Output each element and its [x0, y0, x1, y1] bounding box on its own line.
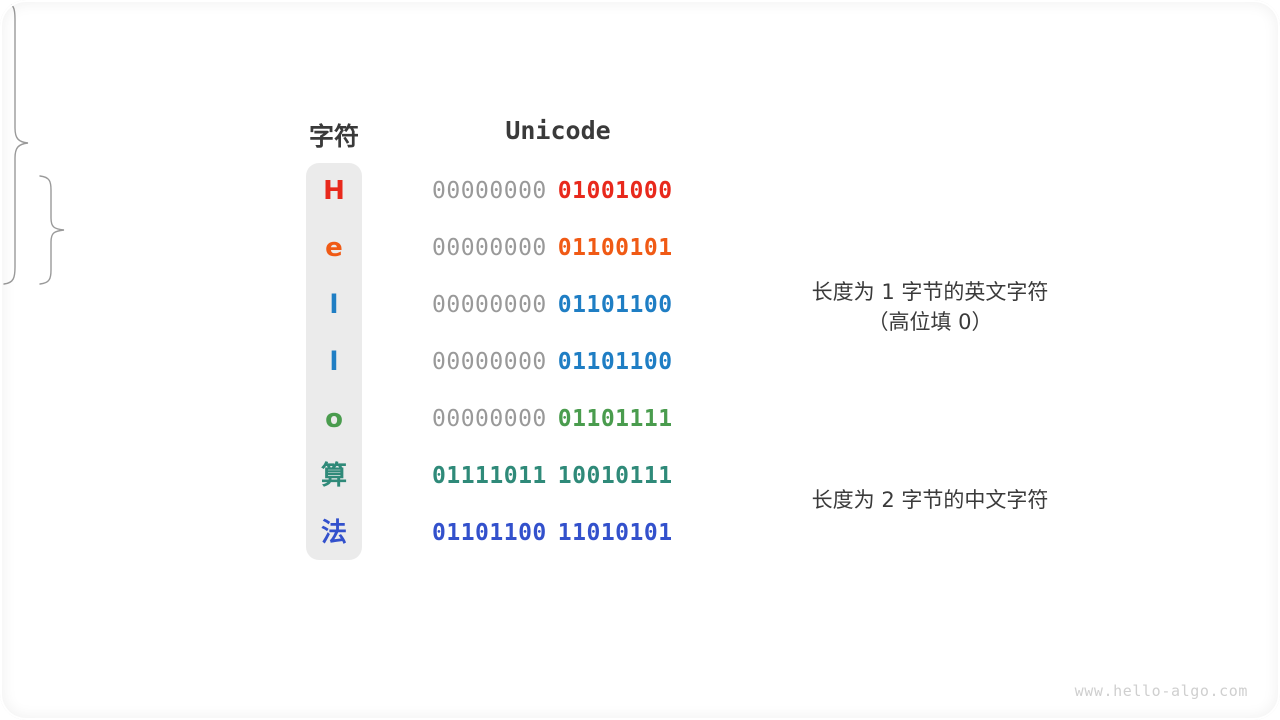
byte-low: 01101100 — [557, 292, 673, 318]
brace-chinese-icon — [39, 175, 65, 285]
byte-high: 01101100 — [432, 520, 547, 546]
character-cell: H — [306, 163, 362, 220]
byte-low: 10010111 — [557, 463, 673, 489]
character-cell: e — [306, 220, 362, 277]
character-glyph: 算 — [320, 461, 347, 491]
byte-high: 00000000 — [432, 235, 547, 261]
character-glyph: H — [323, 176, 345, 206]
byte-high: 00000000 — [432, 178, 547, 204]
unicode-binary-row: 00000000 01101100 — [432, 347, 684, 377]
character-cell: 算 — [306, 448, 362, 505]
unicode-binary-row: 00000000 01101100 — [432, 290, 684, 320]
character-glyph: l — [329, 347, 339, 377]
byte-high: 00000000 — [432, 349, 547, 375]
column-header-character: 字符 — [308, 122, 359, 151]
byte-low: 01101111 — [557, 406, 673, 432]
character-glyph: 法 — [320, 518, 347, 548]
byte-low: 01001000 — [557, 178, 673, 204]
unicode-binary-row: 01111011 10010111 — [432, 461, 684, 491]
character-glyph: e — [325, 233, 343, 263]
character-cell: l — [306, 277, 362, 334]
byte-low: 01100101 — [557, 235, 673, 261]
annotation-english-characters: 长度为 1 字节的英文字符 （高位填 0） — [811, 280, 1049, 334]
character-cell: o — [306, 391, 362, 448]
column-header-unicode: Unicode — [505, 116, 611, 145]
unicode-binary-row: 00000000 01100101 — [432, 233, 684, 263]
unicode-binary-row: 00000000 01001000 — [432, 176, 684, 206]
character-glyph: l — [329, 290, 339, 320]
unicode-binary-row: 01101100 11010101 — [432, 518, 684, 548]
byte-low: 01101100 — [557, 349, 673, 375]
byte-high: 01111011 — [432, 463, 547, 489]
character-glyph: o — [325, 404, 343, 434]
annotation-chinese-characters: 长度为 2 字节的中文字符 — [811, 488, 1049, 512]
character-cell: l — [306, 334, 362, 391]
brace-english-icon — [3, 1, 29, 285]
unicode-binary-row: 00000000 01101111 — [432, 404, 684, 434]
byte-low: 11010101 — [557, 520, 673, 546]
byte-high: 00000000 — [432, 292, 547, 318]
character-cell: 法 — [306, 505, 362, 562]
byte-high: 00000000 — [432, 406, 547, 432]
watermark: www.hello-algo.com — [1074, 682, 1248, 700]
